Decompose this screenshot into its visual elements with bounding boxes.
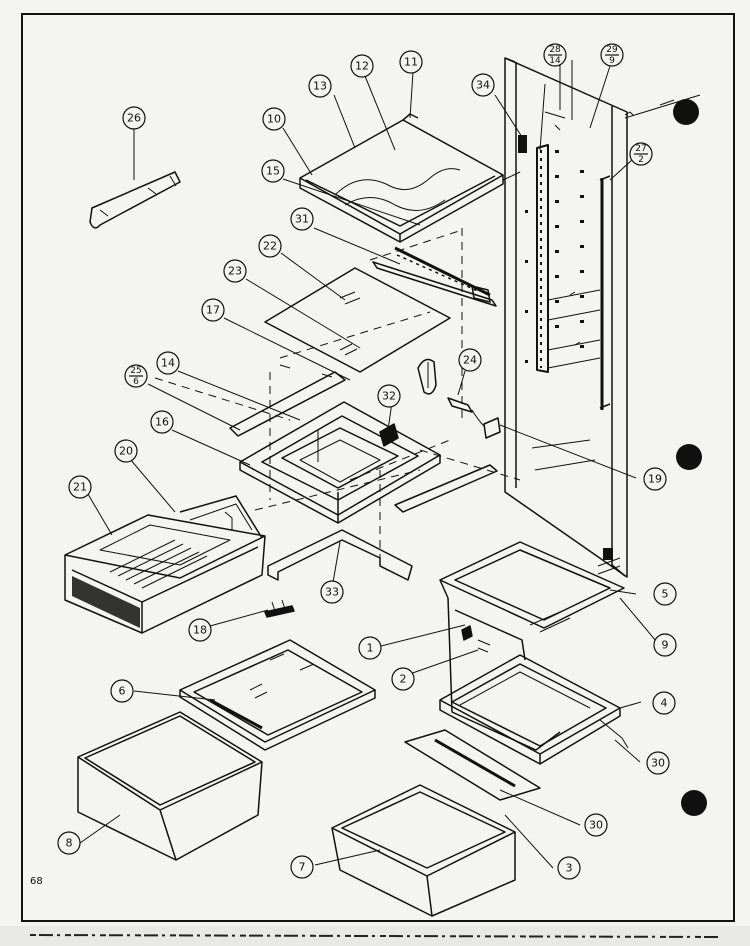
callout-9: 9 [653,633,677,657]
svg-text:4: 4 [661,697,668,710]
svg-text:31: 31 [295,213,309,226]
callout-23: 23 [223,259,247,283]
callout-31: 31 [290,207,314,231]
svg-text:6: 6 [119,685,126,698]
svg-text:2: 2 [400,673,407,686]
callout-27-2: 27 2 [629,142,653,166]
callout-10: 10 [262,107,286,131]
svg-text:13: 13 [313,80,327,93]
callout-24: 24 [458,348,482,372]
svg-text:10: 10 [267,113,281,126]
callout-33: 33 [320,580,344,604]
svg-text:16: 16 [155,416,169,429]
svg-text:1: 1 [367,642,374,655]
callout-3: 3 [557,856,581,880]
callout-8: 8 [57,831,81,855]
svg-text:11: 11 [404,56,418,69]
shelf-bracket [372,246,497,307]
svg-text:28: 28 [549,45,561,55]
callout-1: 1 [358,636,382,660]
callout-11: 11 [399,50,423,74]
svg-text:29: 29 [606,45,618,55]
binder-hole-icon [681,790,707,816]
meat-keeper [64,495,266,634]
svg-text:23: 23 [228,265,242,278]
page-number: 68 [30,876,43,887]
callout-6: 6 [110,679,134,703]
svg-text:3: 3 [566,862,573,875]
svg-text:24: 24 [463,354,477,367]
callout-16: 16 [150,410,174,434]
page-frame [0,13,750,946]
callout-34: 34 [471,73,495,97]
svg-text:22: 22 [263,240,277,253]
dairy-bracket [89,171,181,229]
callout-13: 13 [308,74,332,98]
svg-text:21: 21 [73,481,87,494]
leader-lines [79,65,657,869]
callout-30-upper: 30 [646,751,670,775]
callout-2: 2 [391,667,415,691]
svg-text:34: 34 [476,79,490,92]
trim-strip [404,729,541,801]
crisper-frame [229,364,498,524]
svg-text:30: 30 [589,819,603,832]
svg-text:26: 26 [127,112,141,125]
callout-29-9: 29 9 [600,43,624,67]
crisper-bin-right [331,784,516,917]
binder-hole-icon [673,99,699,125]
cabinet-wall [504,55,701,578]
svg-text:12: 12 [355,60,369,73]
crisper-bin-left [77,711,263,861]
svg-text:6: 6 [133,377,139,387]
callout-22: 22 [258,234,282,258]
binder-hole-icon [676,444,702,470]
glass-panel [264,267,451,373]
callout-20: 20 [114,439,138,463]
drawer-slide [264,599,295,618]
svg-text:30: 30 [651,757,665,770]
light-socket [417,358,501,439]
callout-21: 21 [68,475,92,499]
lower-left-shelf [179,639,376,751]
callout-30-lower: 30 [584,813,608,837]
callout-19: 19 [643,467,667,491]
callout-25-6: 25 6 [124,364,148,388]
callout-5: 5 [653,582,677,606]
callout-26: 26 [122,106,146,130]
svg-text:8: 8 [66,837,73,850]
svg-text:19: 19 [648,473,662,486]
callout-14: 14 [156,351,180,375]
callout-32: 32 [377,384,401,408]
callout-15: 15 [261,159,285,183]
callout-18: 18 [188,618,212,642]
crisper-cover-right [439,541,625,751]
svg-text:14: 14 [161,357,175,370]
svg-text:32: 32 [382,390,396,403]
svg-text:14: 14 [549,56,561,66]
svg-text:7: 7 [299,861,306,874]
crisper-bracket [267,529,413,581]
svg-text:18: 18 [193,624,207,637]
svg-text:25: 25 [130,366,141,376]
drawing [64,55,701,917]
svg-text:20: 20 [119,445,133,458]
callout-4: 4 [652,691,676,715]
svg-text:33: 33 [325,586,339,599]
svg-text:9: 9 [609,56,615,66]
callout-28-14: 28 14 [543,43,567,67]
top-shelf [299,113,521,243]
callout-17: 17 [201,298,225,322]
svg-text:9: 9 [662,639,669,652]
svg-text:15: 15 [266,165,280,178]
callout-12: 12 [350,54,374,78]
svg-text:2: 2 [638,155,644,165]
svg-text:5: 5 [662,588,669,601]
svg-text:27: 27 [635,144,646,154]
svg-text:17: 17 [206,304,220,317]
callout-7: 7 [290,855,314,879]
